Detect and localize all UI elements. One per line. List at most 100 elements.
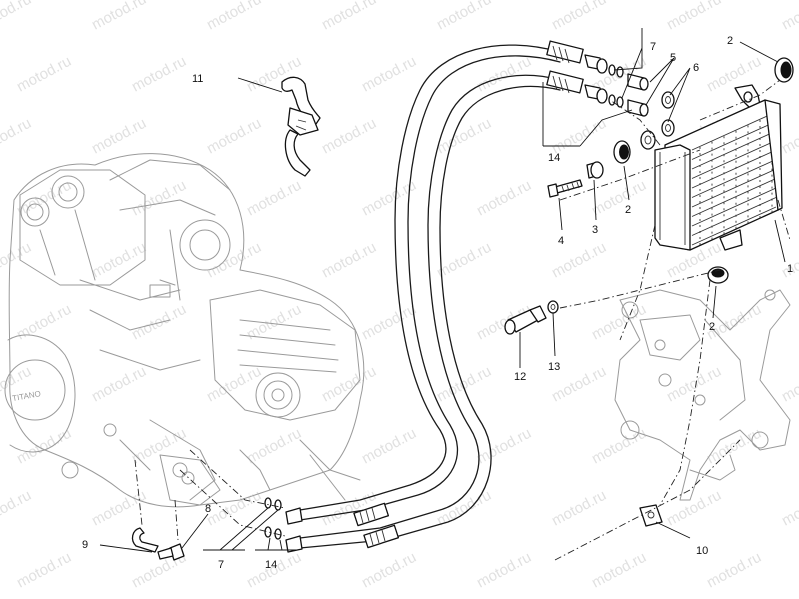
watermark-text: motod.ru: [89, 115, 149, 158]
watermark-text: motod.ru: [204, 0, 264, 34]
oil-cooler-radiator: [654, 84, 783, 251]
watermark-text: motod.ru: [319, 0, 379, 34]
watermark-text: motod.ru: [359, 549, 419, 592]
hose-clamp: [281, 76, 321, 177]
watermark-text: motod.ru: [779, 363, 799, 406]
watermark-text: motod.ru: [359, 53, 419, 96]
callout-2-bottom: 2: [709, 321, 715, 333]
watermark-text: motod.ru: [589, 425, 649, 468]
watermark-text: motod.ru: [0, 0, 34, 34]
callout-6: 6: [693, 62, 699, 74]
callout-7-top: 7: [650, 41, 656, 53]
watermark-text: motod.ru: [0, 115, 34, 158]
callout-8: 8: [205, 503, 211, 515]
watermark-text: motod.ru: [129, 301, 189, 344]
watermark-text: motod.ru: [474, 425, 534, 468]
watermark-text: motod.ru: [779, 115, 799, 158]
engine-cover-text: TITANO: [12, 389, 42, 403]
watermark-text: motod.ru: [779, 0, 799, 34]
watermark-text: motod.ru: [359, 301, 419, 344]
watermark-text: motod.ru: [589, 549, 649, 592]
watermark-text: motod.ru: [0, 239, 34, 282]
watermark-text: motod.ru: [779, 239, 799, 282]
watermark-text: motod.ru: [244, 425, 304, 468]
watermark-text: motod.ru: [244, 301, 304, 344]
watermark-text: motod.ru: [204, 239, 264, 282]
watermark-text: motod.ru: [549, 0, 609, 34]
cooler-fin-line: [691, 178, 777, 217]
cooler-fin-line: [691, 206, 777, 246]
watermark-text: motod.ru: [319, 239, 379, 282]
grommet-bottom: [707, 266, 729, 284]
callout-5: 5: [670, 52, 676, 64]
watermark-text: motod.ru: [664, 487, 724, 530]
watermark-text: motod.ru: [434, 115, 494, 158]
watermark-text: motod.ru: [244, 177, 304, 220]
watermark-text: motod.ru: [89, 363, 149, 406]
engine-assembly: TITANO: [4, 153, 365, 508]
watermark-text: motod.ru: [89, 239, 149, 282]
watermark-text: motod.ru: [14, 301, 74, 344]
watermark-text: motod.ru: [474, 177, 534, 220]
clip-nut: [639, 504, 663, 527]
callout-leaders: [99, 28, 786, 553]
frame-bracket: [614, 289, 791, 501]
lower-o-rings: [264, 497, 282, 540]
cooler-fins: [691, 111, 777, 246]
spacer-and-bolt: [547, 161, 604, 198]
watermark-text: motod.ru: [129, 425, 189, 468]
watermark-text: motod.ru: [89, 0, 149, 34]
watermark-text: motod.ru: [14, 425, 74, 468]
callout-labels: 1 2 2 2 3 4 5 6 7 7 8 9 10 11 12 13 14 1…: [82, 35, 793, 571]
callout-13: 13: [548, 361, 560, 373]
rubber-grommets: [613, 57, 794, 284]
callout-4: 4: [558, 235, 564, 247]
watermark-text: motod.ru: [14, 549, 74, 592]
callout-12: 12: [514, 371, 526, 383]
callout-2-middle: 2: [625, 204, 631, 216]
callout-7-bottom: 7: [218, 559, 224, 571]
cooler-fin-line: [691, 121, 777, 160]
callout-9: 9: [82, 539, 88, 551]
grommet-middle: [613, 140, 631, 164]
watermark-text: motod.ru: [704, 549, 764, 592]
cooler-fin-line: [691, 168, 777, 208]
cooler-fin-line: [691, 187, 777, 227]
lower-bolt-and-clip: [131, 527, 185, 561]
cooler-fin-line: [691, 159, 777, 198]
watermark-text: motod.ru: [319, 115, 379, 158]
callout-11: 11: [192, 73, 203, 85]
watermark-text: motod.ru: [434, 239, 494, 282]
watermark-text: motod.ru: [664, 363, 724, 406]
callout-1: 1: [787, 263, 793, 275]
callout-14-top: 14: [548, 152, 560, 164]
watermark-text: motod.ru: [0, 487, 34, 530]
watermark-text: motod.ru: [434, 0, 494, 34]
watermark-text: motod.ru: [589, 177, 649, 220]
watermark-text: motod.ru: [474, 549, 534, 592]
cooler-fin-line: [691, 149, 777, 189]
callout-2-top: 2: [727, 35, 733, 47]
grommet-top: [774, 57, 794, 83]
callout-14-bottom: 14: [265, 559, 277, 571]
watermark-text: motod.ru: [319, 363, 379, 406]
cooler-fin-line: [691, 130, 777, 170]
oil-hose-pair: [285, 40, 584, 553]
callout-3: 3: [592, 224, 598, 236]
watermark-text: motod.ru: [14, 53, 74, 96]
cooler-fin-line: [691, 111, 777, 151]
watermark-text: motod.ru: [204, 487, 264, 530]
watermark-text: motod.ru: [434, 363, 494, 406]
cooler-fin-line: [691, 140, 777, 179]
watermark-text: motod.ru: [129, 53, 189, 96]
temperature-sensor: [504, 300, 559, 335]
watermark-text: motod.ru: [664, 0, 724, 34]
watermark-text: motod.ru: [359, 425, 419, 468]
assembly-lines: [134, 79, 791, 561]
watermark-text: motod.ru: [129, 177, 189, 220]
watermark-text: motod.ru: [204, 115, 264, 158]
cooler-fin-line: [691, 197, 777, 236]
watermark-text: motod.ru: [779, 487, 799, 530]
